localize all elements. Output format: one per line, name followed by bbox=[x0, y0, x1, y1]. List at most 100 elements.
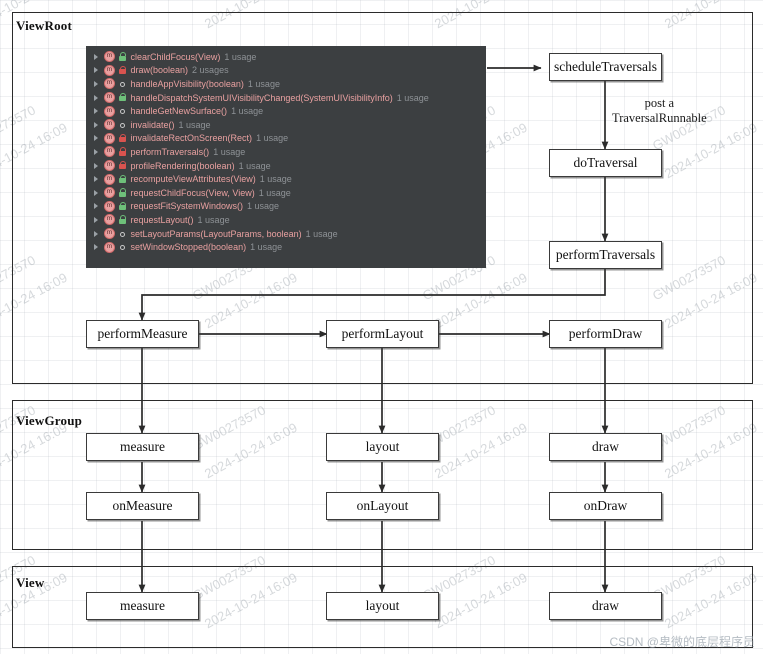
protected-visibility-icon bbox=[118, 215, 127, 224]
method-icon: m bbox=[104, 200, 115, 212]
method-icon: m bbox=[104, 187, 115, 199]
structure-row[interactable]: m setWindowStopped(boolean)1 usage bbox=[86, 240, 486, 254]
method-icon: m bbox=[104, 92, 115, 104]
private-visibility-icon bbox=[118, 65, 127, 75]
method-signature: invalidate() bbox=[130, 119, 175, 130]
node-viewgroup-draw[interactable]: draw bbox=[549, 433, 662, 461]
method-icon: m bbox=[104, 146, 115, 158]
method-signature: handleDispatchSystemUIVisibilityChanged(… bbox=[130, 92, 393, 103]
method-signature: handleAppVisibility(boolean) bbox=[130, 78, 244, 89]
public-visibility-icon bbox=[119, 229, 127, 238]
expand-triangle-icon[interactable] bbox=[94, 108, 98, 115]
public-visibility-icon bbox=[119, 107, 127, 116]
method-signature: requestLayout() bbox=[130, 214, 194, 225]
structure-row[interactable]: m setLayoutParams(LayoutParams, boolean)1… bbox=[86, 227, 486, 241]
expand-triangle-icon[interactable] bbox=[94, 80, 98, 87]
csdn-watermark: CSDN @卑微的底层程序员 bbox=[609, 635, 755, 649]
method-icon: m bbox=[104, 119, 115, 131]
method-icon: m bbox=[104, 228, 115, 240]
node-perform-measure[interactable]: performMeasure bbox=[86, 320, 199, 348]
usage-count: 1 usage bbox=[396, 92, 429, 103]
usage-count: 1 usage bbox=[256, 133, 289, 144]
expand-triangle-icon[interactable] bbox=[94, 94, 98, 101]
usage-count: 2 usages bbox=[192, 65, 229, 76]
node-perform-traversals[interactable]: performTraversals bbox=[549, 241, 662, 269]
method-icon: m bbox=[104, 214, 115, 226]
group-label-view: View bbox=[16, 575, 45, 590]
expand-triangle-icon[interactable] bbox=[94, 121, 98, 128]
structure-row[interactable]: m handleGetNewSurface()1 usage bbox=[86, 104, 486, 118]
private-visibility-icon bbox=[118, 133, 127, 143]
node-viewgroup-onmeasure[interactable]: onMeasure bbox=[86, 492, 199, 520]
expand-triangle-icon[interactable] bbox=[94, 53, 98, 60]
expand-triangle-icon[interactable] bbox=[94, 162, 98, 169]
expand-triangle-icon[interactable] bbox=[94, 216, 98, 223]
usage-count: 1 usage bbox=[238, 160, 271, 171]
expand-triangle-icon[interactable] bbox=[94, 203, 98, 210]
method-icon: m bbox=[104, 241, 115, 253]
node-view-layout[interactable]: layout bbox=[326, 592, 439, 620]
node-viewgroup-measure[interactable]: measure bbox=[86, 433, 199, 461]
node-view-draw[interactable]: draw bbox=[549, 592, 662, 620]
protected-visibility-icon bbox=[118, 93, 127, 102]
method-signature: handleGetNewSurface() bbox=[130, 106, 228, 117]
usage-count: 1 usage bbox=[250, 242, 283, 253]
structure-row[interactable]: m requestLayout()1 usage bbox=[86, 213, 486, 227]
node-do-traversal[interactable]: doTraversal bbox=[549, 149, 662, 177]
edge-label-line1: post a bbox=[644, 96, 675, 110]
usage-count: 1 usage bbox=[258, 187, 291, 198]
public-visibility-icon bbox=[119, 79, 127, 88]
usage-count: 1 usage bbox=[305, 228, 338, 239]
node-view-measure[interactable]: measure bbox=[86, 592, 199, 620]
method-signature: setWindowStopped(boolean) bbox=[130, 242, 247, 253]
method-icon: m bbox=[104, 51, 115, 63]
method-signature: requestFitSystemWindows() bbox=[130, 201, 244, 212]
method-icon: m bbox=[104, 173, 115, 185]
expand-triangle-icon[interactable] bbox=[94, 189, 98, 196]
usage-count: 1 usage bbox=[197, 214, 230, 225]
structure-row[interactable]: m handleDispatchSystemUIVisibilityChanged… bbox=[86, 91, 486, 105]
method-icon: m bbox=[104, 105, 115, 117]
node-viewgroup-layout[interactable]: layout bbox=[326, 433, 439, 461]
structure-row[interactable]: m requestChildFocus(View, View)1 usage bbox=[86, 186, 486, 200]
node-perform-draw[interactable]: performDraw bbox=[549, 320, 662, 348]
group-label-viewgroup: ViewGroup bbox=[16, 413, 83, 428]
usage-count: 1 usage bbox=[259, 174, 292, 185]
group-frame-viewgroup bbox=[12, 400, 753, 550]
expand-triangle-icon[interactable] bbox=[94, 230, 98, 237]
method-signature: performTraversals() bbox=[130, 146, 210, 157]
node-perform-layout[interactable]: performLayout bbox=[326, 320, 439, 348]
usage-count: 1 usage bbox=[247, 78, 280, 89]
method-icon: m bbox=[104, 132, 115, 144]
method-signature: invalidateRectOnScreen(Rect) bbox=[130, 133, 253, 144]
method-signature: setLayoutParams(LayoutParams, boolean) bbox=[130, 228, 302, 239]
group-label-viewroot: ViewRoot bbox=[16, 18, 72, 33]
expand-triangle-icon[interactable] bbox=[94, 135, 98, 142]
method-icon: m bbox=[104, 64, 115, 76]
expand-triangle-icon[interactable] bbox=[94, 176, 98, 183]
expand-triangle-icon[interactable] bbox=[94, 244, 98, 251]
expand-triangle-icon[interactable] bbox=[94, 67, 98, 74]
structure-row[interactable]: m invalidateRectOnScreen(Rect)1 usage bbox=[86, 132, 486, 146]
public-visibility-icon bbox=[119, 243, 127, 252]
method-signature: requestChildFocus(View, View) bbox=[130, 187, 255, 198]
expand-triangle-icon[interactable] bbox=[94, 148, 98, 155]
public-visibility-icon bbox=[119, 120, 127, 129]
node-schedule-traversals[interactable]: scheduleTraversals bbox=[549, 53, 662, 81]
protected-visibility-icon bbox=[118, 188, 127, 197]
usage-count: 1 usage bbox=[231, 106, 264, 117]
node-viewgroup-ondraw[interactable]: onDraw bbox=[549, 492, 662, 520]
node-viewgroup-onlayout[interactable]: onLayout bbox=[326, 492, 439, 520]
method-signature: recomputeViewAttributes(View) bbox=[130, 174, 256, 185]
structure-row[interactable]: m recomputeViewAttributes(View)1 usage bbox=[86, 172, 486, 186]
method-icon: m bbox=[104, 160, 115, 172]
